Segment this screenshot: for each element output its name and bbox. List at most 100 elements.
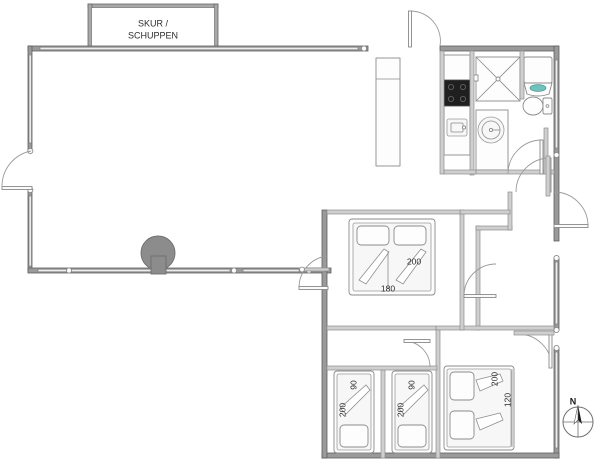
door-entrance-left[interactable] (1, 150, 33, 190)
door-bedroom-three-arc (403, 340, 431, 368)
bed3-duvet (397, 384, 429, 415)
window-hinge-right-b (553, 254, 560, 262)
wardrobe (375, 57, 401, 167)
door-bathroom-arc (507, 139, 543, 175)
bed2-pillow (339, 424, 369, 448)
door-left-arc (1, 150, 32, 187)
door-bunk-bedroom[interactable] (513, 330, 555, 369)
wardrobe-body (375, 57, 401, 167)
toilet-flush-button (545, 104, 550, 108)
stove-icon (443, 79, 471, 107)
wall-hall-left (475, 225, 481, 331)
room-bedroom-two: 90 200 (333, 370, 375, 454)
room-bunk-bedroom: 200 120 (443, 365, 515, 451)
wall-bed3-bunk-divider (435, 329, 441, 459)
door-bathroom-leaf (539, 139, 544, 175)
door-hall-right-arc (553, 191, 589, 227)
master-pillow-right (393, 225, 427, 246)
shed-wall-left (87, 3, 93, 48)
wash-basin-bowl (529, 84, 547, 92)
master-bed-width-label: 180 (381, 283, 395, 293)
door-master-right[interactable] (463, 263, 497, 298)
wall-kitchen-divider (469, 50, 475, 176)
window-hinge-bottom-a (65, 267, 73, 274)
wall-bedroom-block-left (321, 209, 328, 459)
door-hall-right-leaf (553, 224, 589, 228)
stove-burner-1 (447, 84, 454, 91)
compass-rose: N (562, 396, 594, 438)
door-bedroom-three-leaf (403, 339, 431, 343)
wall-kitchen-bottom (443, 169, 477, 175)
room-master-bedroom: 180 200 (326, 209, 461, 331)
wall-hall-upper-jamb (545, 155, 551, 197)
bunk-bed-length-label: 120 (502, 393, 512, 407)
door-hall-right[interactable] (553, 191, 589, 228)
bunk-pillow-upper (449, 371, 475, 401)
wall-master-bottom (326, 325, 437, 331)
wood-stove-base (150, 255, 167, 275)
master-duvet-left (358, 248, 390, 285)
bed3-width-label: 90 (406, 380, 416, 390)
master-pillow-left (356, 225, 390, 246)
door-master-right-arc (463, 263, 497, 297)
window-right-c (554, 351, 559, 449)
room-shed: SKUR / SCHUPPEN (87, 3, 219, 48)
bunk-duvet-upper (475, 373, 504, 392)
window-hinge-top-a (360, 45, 368, 52)
wall-bottom (321, 452, 560, 459)
wall-master-top (326, 209, 461, 215)
shed-label-line1: SKUR / (138, 18, 169, 28)
door-entrance-arc (410, 10, 441, 47)
shed-wall-right (213, 3, 219, 48)
windows-top (39, 45, 368, 52)
door-bunk-arc (517, 333, 553, 369)
wall-master-left-stub (298, 267, 330, 272)
door-left-leaf (1, 186, 33, 190)
bed2-width-label: 90 (348, 380, 358, 390)
door-entrance-main[interactable] (408, 10, 441, 48)
door-bedroom-three[interactable] (403, 339, 431, 368)
window-hinge-right-c (553, 326, 560, 334)
bed3-length-label: 200 (395, 403, 405, 417)
window-right-b (554, 261, 559, 325)
window-right-a (554, 59, 559, 149)
bed2-length-label: 200 (337, 403, 347, 417)
window-hinge-bottom-b (230, 267, 238, 274)
wash-basin-cabinet (523, 56, 553, 84)
shed-floor (92, 8, 214, 46)
toilet-cistern (542, 97, 553, 115)
wall-bunk-top (513, 330, 555, 336)
wall-lower-bedrooms-top (326, 365, 438, 371)
door-hall-upper[interactable] (515, 155, 552, 197)
door-master-left-hinge (299, 266, 305, 273)
shower-drain (495, 76, 501, 82)
toilet-bowl (522, 96, 544, 116)
wall-bath-bottom (475, 169, 555, 175)
compass-north-label: N (570, 396, 577, 406)
oven-knob (461, 125, 467, 130)
wall-hall-step-top (475, 225, 513, 231)
door-hall-upper-arc (515, 157, 551, 193)
compass-needle-south (573, 404, 579, 425)
door-bathroom[interactable] (507, 139, 544, 175)
door-master-left[interactable] (298, 255, 330, 290)
room-kitchen (443, 54, 521, 171)
bunk-pillow-lower (449, 410, 475, 440)
master-duvet-right (395, 248, 427, 285)
wall-master-right (459, 209, 465, 331)
stove-burner-3 (447, 96, 454, 103)
window-hinge-right-d (553, 344, 560, 352)
bed3-pillow (397, 424, 427, 448)
wall-hall-bottom (435, 325, 555, 331)
washing-machine-center (488, 127, 494, 133)
stove-burner-2 (459, 84, 466, 91)
windows-right (553, 59, 560, 449)
shed-wall-top (87, 3, 219, 9)
window-hinge-right-a (553, 151, 560, 159)
shed-label-line2: SCHUPPEN (128, 30, 178, 40)
window-left-upper (28, 54, 32, 144)
window-left-lower (28, 195, 32, 267)
bunk-bed-width-label: 200 (489, 372, 499, 386)
wall-master-top-ext (459, 209, 511, 215)
